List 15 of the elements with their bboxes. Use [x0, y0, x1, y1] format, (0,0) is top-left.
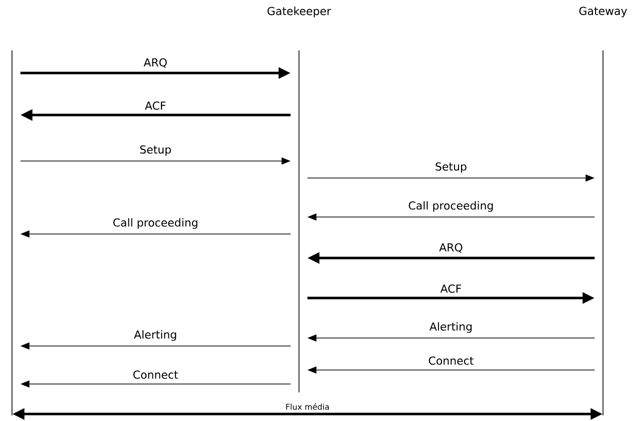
edge-label: Setup — [138, 144, 172, 157]
edge-label: Call proceeding — [407, 200, 495, 213]
edge-label: Connect — [427, 355, 475, 366]
edge-label: Alerting — [428, 321, 474, 334]
edge-label: ARQ — [142, 57, 168, 69]
edge-label: Alerting — [132, 329, 178, 342]
edge-label: Call proceeding — [112, 217, 200, 230]
participant-name: Gateway — [579, 6, 627, 18]
edge-label: ARQ — [438, 242, 464, 254]
edge-label: ACF — [439, 283, 463, 294]
edge-label: Setup — [434, 161, 468, 174]
edge-label: ACF — [144, 100, 168, 111]
edge-label: Flux média — [284, 402, 331, 411]
participant-name: Gatekeeper — [268, 6, 332, 18]
edge-label: Connect — [132, 369, 180, 380]
